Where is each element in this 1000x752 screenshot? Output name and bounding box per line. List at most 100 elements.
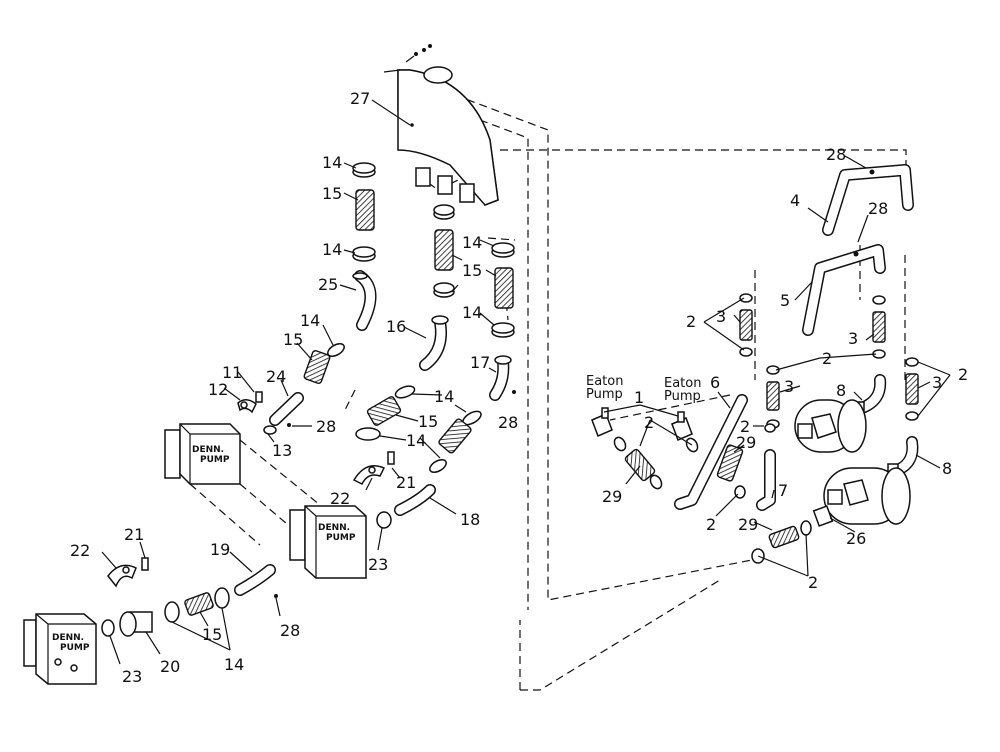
label-14-f: 14 (434, 387, 454, 406)
label-12: 12 (208, 380, 228, 399)
mid-hose-29 (716, 444, 746, 499)
elbow-18 (394, 484, 436, 516)
label-3-d: 3 (932, 373, 942, 392)
elbow-16 (419, 315, 449, 371)
label-14-d: 14 (462, 233, 482, 252)
label-18: 18 (460, 510, 480, 529)
elbow-24 (269, 392, 304, 426)
dashed-routing-lines (344, 94, 907, 691)
label-23-a: 23 (368, 555, 388, 574)
label-28-c: 28 (280, 621, 300, 640)
clamp-14-h (491, 242, 515, 258)
clamp-14-e (433, 282, 455, 298)
clamp-14-f (394, 385, 416, 399)
label-15-b: 15 (283, 330, 303, 349)
tube-4 (822, 164, 914, 236)
label-24: 24 (266, 367, 286, 386)
adapter-20 (119, 611, 153, 637)
label-14-e: 14 (462, 303, 482, 322)
denn-pump-upper-line1: DENN. (192, 445, 224, 455)
label-27: 27 (350, 89, 370, 108)
denn-pump-middle-line2: PUMP (326, 533, 356, 543)
label-11: 11 (222, 363, 242, 382)
screw-28-b (512, 390, 516, 394)
eaton-right-line1: Eaton (664, 376, 701, 391)
label-20: 20 (160, 657, 180, 676)
leader-lines (101, 99, 951, 665)
clamp-14-m (164, 601, 180, 623)
label-2-d: 2 (740, 417, 750, 436)
label-28-b: 28 (498, 413, 518, 432)
bolt-21-b (141, 557, 149, 571)
ring-13 (263, 425, 277, 435)
label-28-e: 28 (868, 199, 888, 218)
tube-6 (674, 394, 748, 510)
denn-pump-upper: DENN. PUMP (164, 423, 321, 546)
eaton-left-line1: Eaton (586, 374, 623, 389)
tube-7 (756, 449, 776, 511)
clamp-14-d (433, 204, 455, 220)
clamp-22-a (352, 465, 386, 486)
label-1: 1 (634, 388, 644, 407)
label-29-b: 29 (602, 487, 622, 506)
denn-pump-lower: DENN. PUMP (23, 613, 97, 685)
screw-28-d (869, 169, 875, 175)
label-2-a: 2 (686, 312, 696, 331)
label-26: 26 (846, 529, 866, 548)
label-22-a: 22 (330, 489, 350, 508)
clamp-14-b (352, 246, 376, 262)
elbow-25 (352, 270, 377, 331)
hose-15-e (494, 267, 514, 309)
label-28-a: 28 (316, 417, 336, 436)
label-14-c: 14 (300, 311, 320, 330)
clamp-14-g (355, 427, 381, 441)
hose-15-a (355, 189, 375, 231)
label-3-c: 3 (784, 377, 794, 396)
label-2-f: 2 (706, 515, 716, 534)
screw-28-c (274, 594, 278, 598)
denn-pump-middle-line1: DENN. (318, 523, 350, 533)
label-14-b: 14 (322, 240, 342, 259)
clamp-12 (237, 399, 257, 414)
label-22-b: 22 (70, 541, 90, 560)
label-17: 17 (470, 353, 490, 372)
manifold-block (397, 66, 499, 207)
tube-5 (802, 244, 886, 336)
label-21-b: 21 (124, 525, 144, 544)
label-15-d: 15 (418, 412, 438, 431)
label-5: 5 (780, 291, 790, 310)
label-14-g: 14 (406, 431, 426, 450)
label-13: 13 (272, 441, 292, 460)
hose-15-d (366, 396, 402, 426)
label-4: 4 (790, 191, 800, 210)
label-15-c: 15 (462, 261, 482, 280)
clamp-14-l (214, 587, 230, 609)
label-23-b: 23 (122, 667, 142, 686)
label-15-e: 15 (202, 625, 222, 644)
screw-28-a (287, 423, 291, 427)
clamp-14-a (352, 162, 376, 178)
label-25: 25 (318, 275, 338, 294)
eaton-pump-right (671, 411, 693, 441)
elbow-19 (234, 564, 276, 596)
elbow-17 (489, 355, 512, 401)
denn-pump-lower-line1: DENN. (52, 633, 84, 643)
stack-left (739, 293, 753, 357)
label-2-g: 2 (808, 573, 818, 592)
part-labels: 27 14 15 14 25 14 15 11 24 12 13 28 14 1… (70, 89, 968, 686)
motor-lower (823, 467, 911, 525)
denn-pump-lower-line2: PUMP (60, 643, 90, 653)
label-8-a: 8 (836, 381, 846, 400)
eaton-left-line2: Pump (586, 387, 623, 402)
eaton-pump-left (591, 407, 613, 437)
bolt-11 (255, 391, 263, 403)
label-29-a: 29 (736, 433, 756, 452)
label-28-d: 28 (826, 145, 846, 164)
ring-23-a (376, 511, 392, 529)
denn-pump-middle: DENN. PUMP (289, 505, 367, 579)
ring-2-mid (764, 423, 776, 433)
label-14-h: 14 (224, 655, 244, 674)
hose-15-f (438, 418, 472, 454)
denn-pump-upper-line2: PUMP (200, 455, 230, 465)
